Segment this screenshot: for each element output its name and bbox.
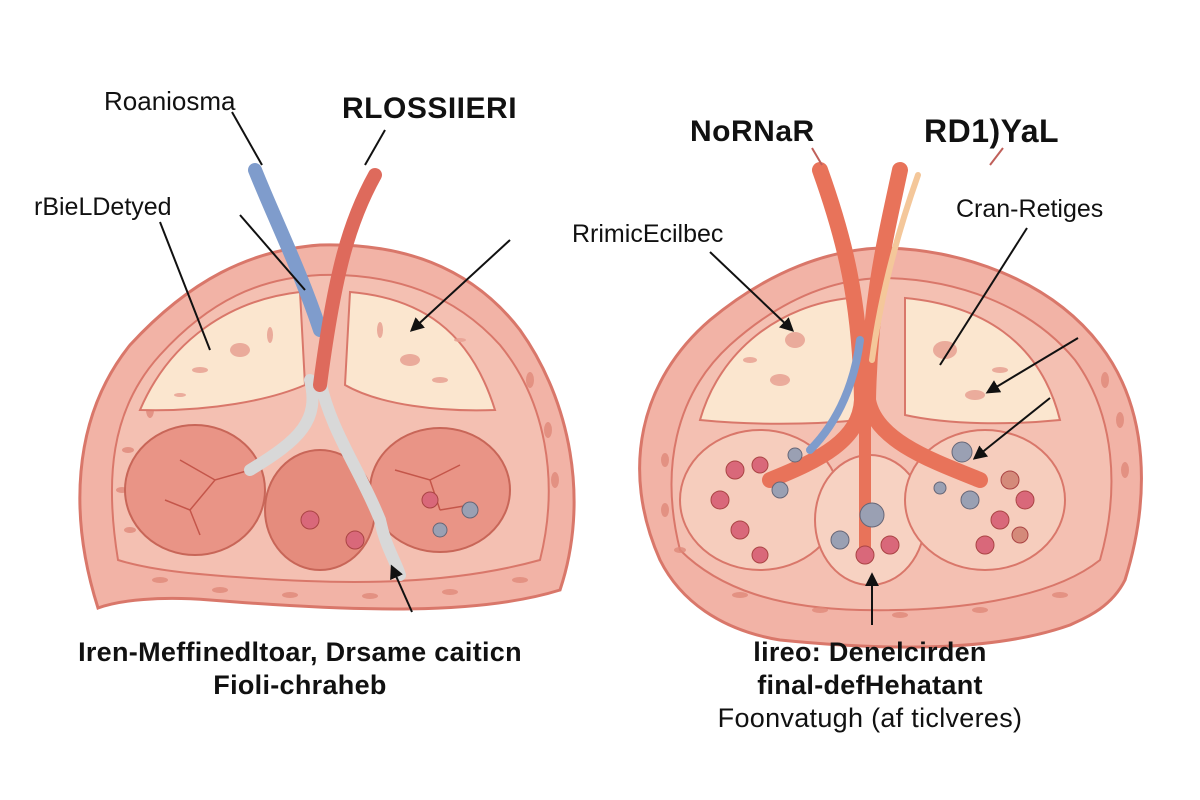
right-label-top-left: NoRNaR xyxy=(690,115,815,148)
left-red-artery xyxy=(313,168,382,392)
left-upper-lobe-right xyxy=(343,290,497,412)
right-label-top-right: RD1)YaL xyxy=(924,113,1060,149)
right-cross-section xyxy=(638,147,1143,649)
right-caption: lireo: Denelcirden final-defHehatant Foo… xyxy=(640,636,1100,735)
left-cross-section xyxy=(78,111,576,613)
left-label-top-right: RLOSSIIERI xyxy=(342,92,518,125)
left-lower-lobe-left xyxy=(124,424,266,556)
right-label-side-right: Cran-Retiges xyxy=(956,195,1104,223)
left-label-side-left: rBieLDetyed xyxy=(34,193,172,221)
right-caption-line-2: final-defHehatant xyxy=(757,670,983,700)
right-blue-vein xyxy=(806,336,864,454)
left-caption-line-1: Iren-Meffinedltoar, Drsame caiticn xyxy=(78,637,522,667)
left-caption: Iren-Meffinedltoar, Drsame caiticn Fioli… xyxy=(0,636,600,702)
left-gray-duct xyxy=(244,374,406,581)
right-upper-lobe-right xyxy=(904,296,1062,425)
right-caption-line-1: lireo: Denelcirden xyxy=(753,637,987,667)
left-label-top-left: Roaniosma xyxy=(104,86,236,116)
right-central-trunk xyxy=(762,162,988,488)
left-blue-vein xyxy=(248,163,327,337)
left-caption-line-2: Fioli-chraheb xyxy=(213,670,387,700)
right-caption-line-3: Foonvatugh (af ticlveres) xyxy=(717,703,1023,733)
right-label-side-left: RrimicEcilbec xyxy=(572,220,724,248)
